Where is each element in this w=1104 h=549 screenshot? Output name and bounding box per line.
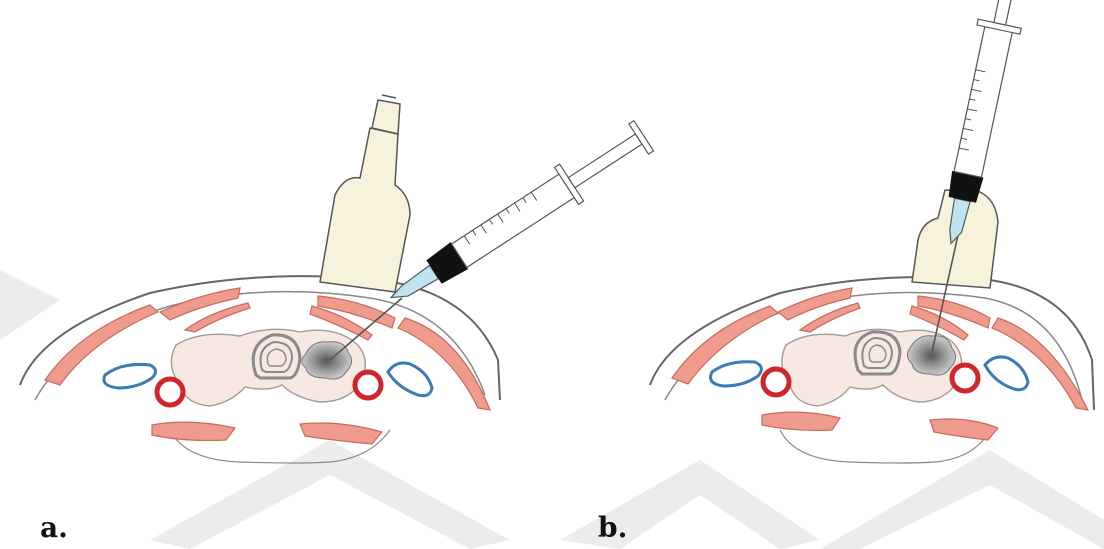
artery-right xyxy=(952,365,978,391)
panel-b-label: b. xyxy=(598,514,627,542)
muscle-bottom-left xyxy=(762,412,840,430)
syringe-plunger-rod xyxy=(568,134,642,188)
panel-a-illustration xyxy=(20,95,656,463)
artery-left xyxy=(763,369,789,395)
muscle-bottom-right xyxy=(300,423,382,444)
syringe-barrel xyxy=(954,25,1013,178)
syringe-plunger-rod xyxy=(994,0,1022,25)
panel-b-illustration xyxy=(650,0,1094,463)
panel-a-label: a. xyxy=(40,514,68,542)
vein-left xyxy=(711,362,762,386)
vein-left xyxy=(104,364,156,388)
vein-right xyxy=(985,357,1028,390)
lesion xyxy=(907,336,955,375)
syringe-barrel xyxy=(452,173,576,267)
vein-right xyxy=(388,363,432,396)
ultrasound-probe-icon xyxy=(320,95,410,292)
artery-right xyxy=(355,372,381,398)
artery-left xyxy=(157,379,183,405)
muscle-bottom-right xyxy=(930,419,998,440)
muscle-bottom-left xyxy=(152,422,235,440)
syringe-icon xyxy=(380,117,656,317)
